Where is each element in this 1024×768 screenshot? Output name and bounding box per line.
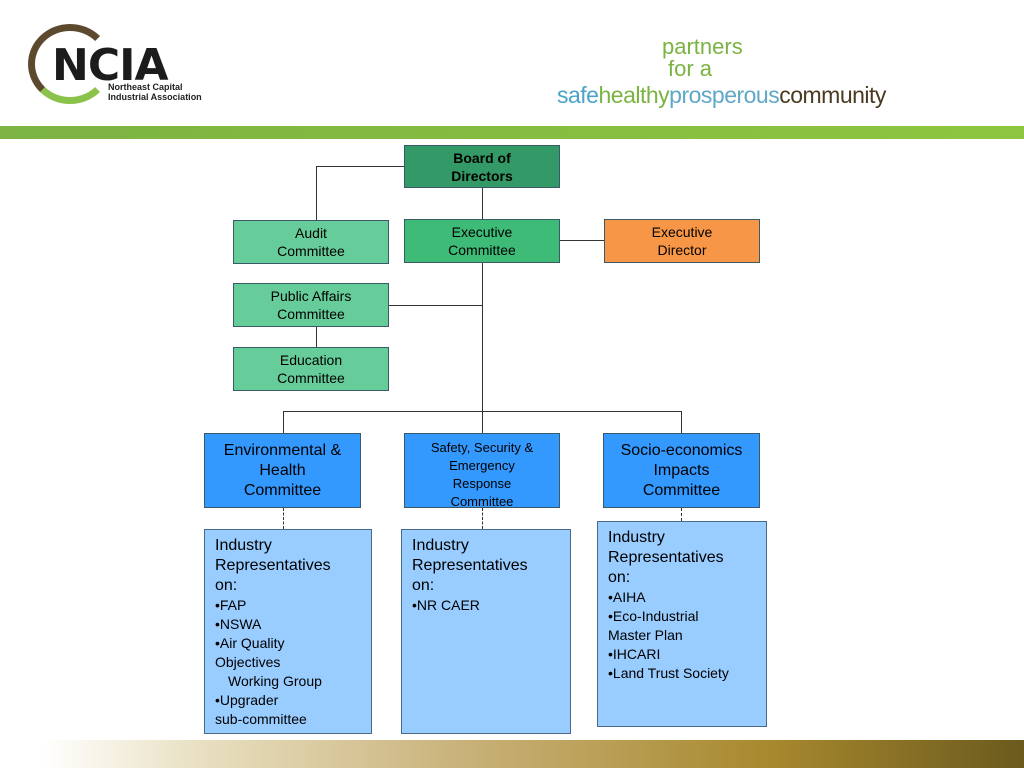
env-label-line3: Committee xyxy=(243,481,322,499)
connector-socio-reps xyxy=(681,508,682,521)
safety-reps-heading-line1: Industry xyxy=(412,537,469,554)
list-item: •Air Quality xyxy=(215,635,285,651)
education-label-line1: Education xyxy=(279,352,343,368)
safety-label-line1: Safety, Security & xyxy=(430,439,534,455)
socio-reps-heading-line3: on: xyxy=(608,569,631,586)
connector-board-audit-v xyxy=(316,166,317,220)
socio-label-line1: Socio-economics xyxy=(620,441,743,459)
list-item: •NSWA xyxy=(215,616,262,632)
env-reps-heading-line3: on: xyxy=(215,577,238,594)
list-item: sub-committee xyxy=(215,711,307,727)
logo-subtitle-line1: Northeast Capital xyxy=(108,82,183,92)
tagline-prosperous: prosperous xyxy=(669,82,780,108)
connector-public-education xyxy=(316,326,317,347)
public-affairs-label-line2: Committee xyxy=(277,306,345,322)
safety-label-line2: Emergency xyxy=(449,457,515,473)
list-item: •Eco-Industrial xyxy=(608,608,699,624)
env-label-line1: Environmental & xyxy=(223,441,342,459)
list-item: •Land Trust Society xyxy=(608,665,729,681)
env-label-line2: Health xyxy=(259,461,306,479)
list-item: •NR CAER xyxy=(412,597,480,613)
audit-label-line2: Committee xyxy=(277,243,345,259)
exec-director-label-line1: Executive xyxy=(651,224,713,240)
board-label-line2: Directors xyxy=(451,167,513,184)
header xyxy=(0,0,1024,126)
socio-label-line3: Committee xyxy=(642,481,721,499)
safety-label-line3: Response xyxy=(452,475,512,491)
logo-subtitle: Northeast Capital Industrial Association xyxy=(108,82,202,102)
board-label-line1: Board of xyxy=(453,149,511,166)
socio-reps-box: Industry Representatives on: •AIHA •Eco-… xyxy=(597,521,767,727)
env-reps-list: •FAP •NSWA •Air Quality Objectives Worki… xyxy=(215,596,361,729)
public-affairs-label-line1: Public Affairs xyxy=(270,288,352,304)
socio-label-line2: Impacts xyxy=(653,461,710,479)
connector-safety-v xyxy=(482,411,483,433)
ncia-logo-ring xyxy=(28,24,112,104)
logo-subtitle-line2: Industrial Association xyxy=(108,92,202,102)
socio-reps-list: •AIHA •Eco-Industrial Master Plan •IHCAR… xyxy=(608,588,756,683)
footer-gradient-bar xyxy=(0,740,1024,768)
list-item: •FAP xyxy=(215,597,247,613)
education-label-line2: Committee xyxy=(277,370,345,386)
env-reps-heading-line2: Representatives xyxy=(215,557,331,574)
tagline-community: safehealthyprosperouscommunity xyxy=(557,82,886,108)
list-item: Working Group xyxy=(228,673,322,689)
connector-safety-reps xyxy=(482,508,483,529)
safety-reps-heading-line2: Representatives xyxy=(412,557,528,574)
tagline-for-a: for a xyxy=(668,56,713,81)
env-reps-heading-line1: Industry xyxy=(215,537,272,554)
exec-committee-label-line1: Executive xyxy=(451,224,513,240)
safety-label-line4: Committee xyxy=(450,493,514,509)
safety-reps-heading-line3: on: xyxy=(412,577,435,594)
connector-trunk xyxy=(482,187,483,411)
exec-committee-label-line2: Committee xyxy=(448,242,516,258)
env-reps-box: Industry Representatives on: •FAP •NSWA … xyxy=(204,529,372,734)
connector-board-audit-h xyxy=(316,166,405,167)
tagline-partners: partners xyxy=(662,34,743,59)
tagline-healthy: healthy xyxy=(598,82,670,108)
tagline-community-word: community xyxy=(779,82,886,108)
logo-text: NCIA xyxy=(52,40,169,91)
socio-reps-heading-line2: Representatives xyxy=(608,549,724,566)
list-item: •IHCARI xyxy=(608,646,661,662)
header-divider-bar xyxy=(0,126,1024,139)
connector-socio-v xyxy=(681,411,682,433)
exec-director-label-line2: Director xyxy=(657,242,707,258)
list-item: •AIHA xyxy=(608,589,646,605)
safety-reps-box: Industry Representatives on: •NR CAER xyxy=(401,529,571,734)
list-item: Master Plan xyxy=(608,627,683,643)
socio-reps-heading-line1: Industry xyxy=(608,529,665,546)
connector-public-affairs xyxy=(388,305,482,306)
connector-env-reps xyxy=(283,508,284,529)
list-item: •Upgrader xyxy=(215,692,279,708)
list-item: Objectives xyxy=(215,654,281,670)
tagline-safe: safe xyxy=(557,82,599,108)
connector-env-v xyxy=(283,411,284,433)
connector-exec-director xyxy=(559,240,605,241)
audit-label-line1: Audit xyxy=(295,225,327,241)
safety-reps-list: •NR CAER xyxy=(412,596,560,615)
